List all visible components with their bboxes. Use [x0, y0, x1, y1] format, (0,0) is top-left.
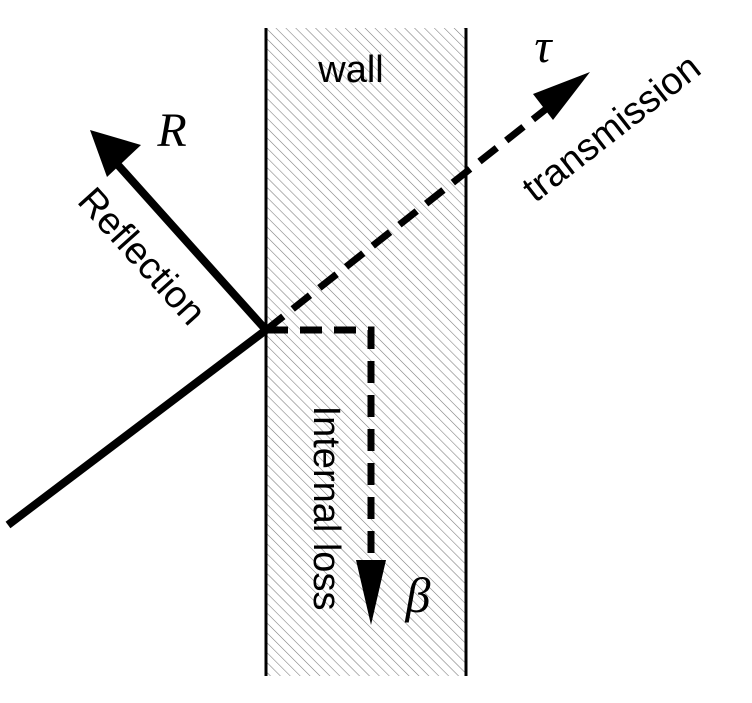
reflection-label: Reflection	[69, 180, 213, 334]
internal-loss-label: Internal loss	[305, 406, 347, 611]
incident-ray	[5, 326, 269, 529]
transmission-symbol: τ	[534, 20, 553, 73]
wall-label: wall	[317, 49, 383, 91]
internal-loss-path	[266, 326, 375, 575]
transmission-arrowhead	[533, 72, 590, 120]
internal-loss-symbol: β	[405, 567, 431, 623]
internal-loss-arrowhead	[356, 560, 386, 625]
reflection-symbol: R	[156, 104, 186, 157]
transmission-ray	[263, 95, 563, 333]
reflection-ray	[115, 162, 269, 333]
reflection-arrowhead	[90, 130, 141, 177]
